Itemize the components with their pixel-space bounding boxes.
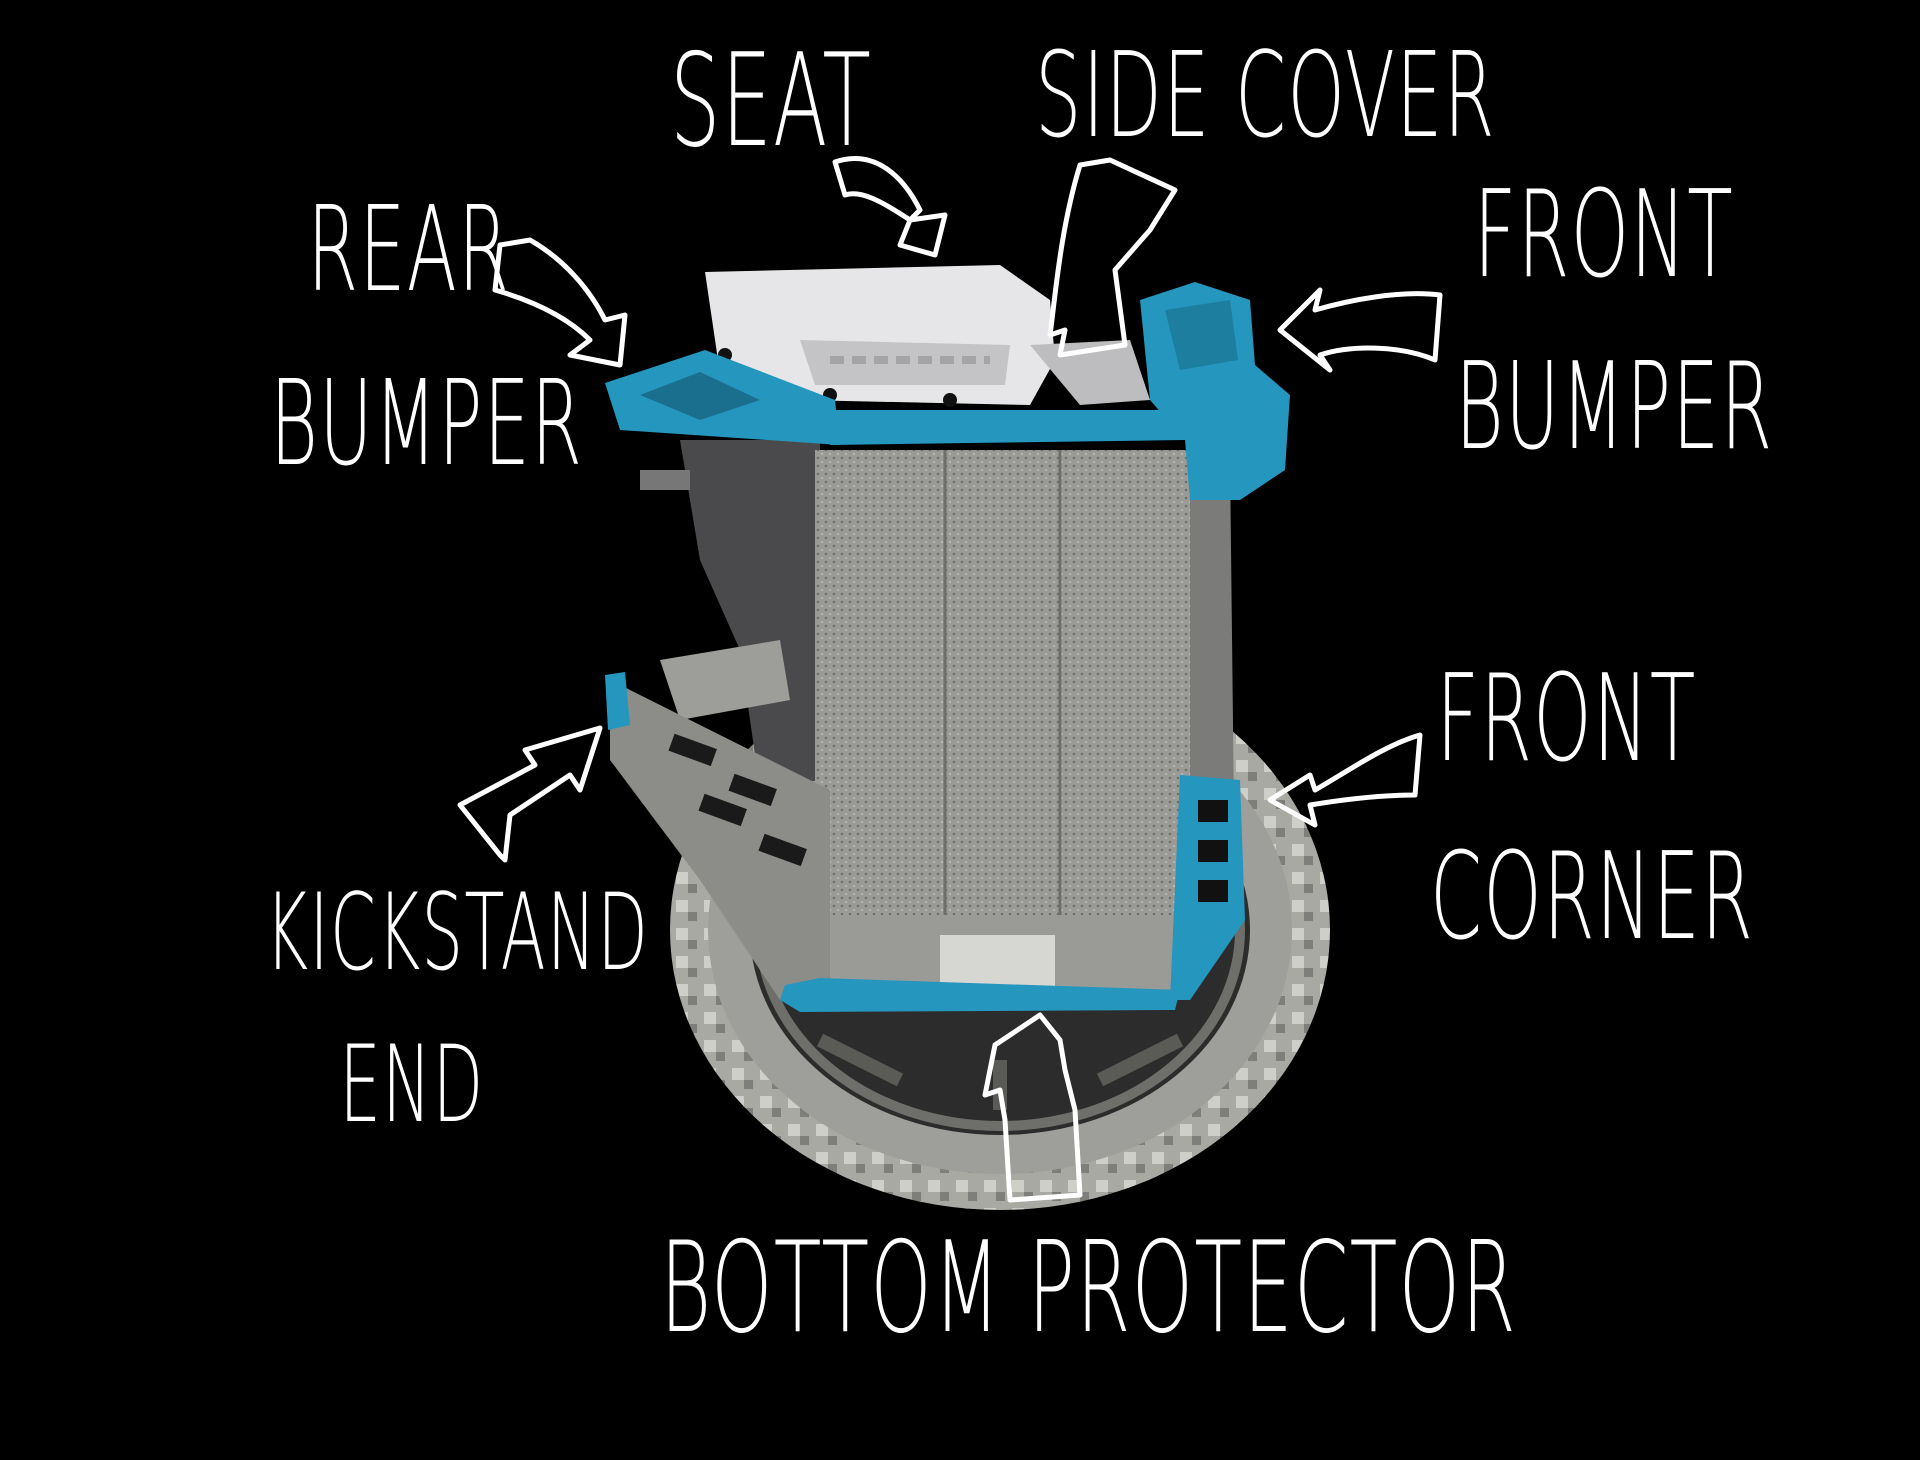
arrow-icon (1267, 732, 1423, 828)
bottom-protector-part (780, 978, 1180, 1012)
rear-bumper-part (605, 350, 840, 445)
label-side-cover: Side cover (1035, 26, 1496, 164)
kickstand-plate (610, 680, 830, 1000)
label-kickstand-end: KickStand end (265, 871, 650, 1146)
battery-panel (815, 450, 1190, 1000)
arrow-icon (832, 156, 948, 258)
label-front-bumper: Front bumper (1455, 166, 1774, 477)
label-seat: Seat (670, 27, 873, 176)
body-shell (640, 440, 1235, 940)
front-bumper-part (1140, 282, 1290, 500)
arrow-icon (457, 725, 603, 863)
label-bottom-protector: Bottom protector (660, 1214, 1517, 1361)
label-front-corner: Front Corner (1430, 650, 1755, 967)
arrow-icon (1277, 287, 1443, 373)
arrow-icon (492, 237, 628, 368)
kickstand-end-part (605, 672, 630, 730)
top-rail-part (830, 410, 1185, 445)
label-rear-bumper: Rear bumper (270, 180, 584, 492)
arrow-icon (982, 1012, 1083, 1203)
front-corner-part (1170, 775, 1245, 1000)
arrow-icon (1047, 157, 1178, 358)
